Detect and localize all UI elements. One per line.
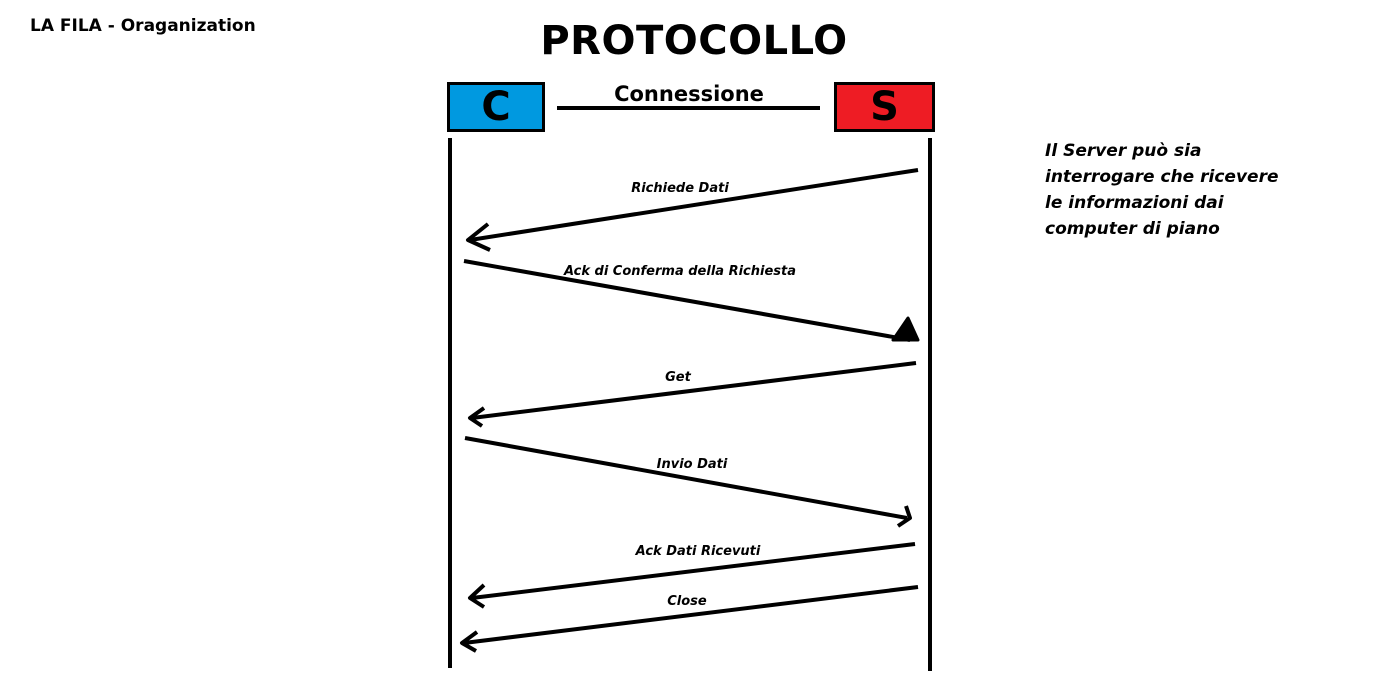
message-arrow [471,542,916,600]
message-arrow [471,361,917,420]
message-arrow [463,259,911,342]
message-6: Close [460,585,919,653]
message-2: Ack di Conferma della Richiesta [463,259,920,342]
server-box: S [834,82,935,132]
message-1: Richiede Dati [466,168,919,252]
note-line: computer di piano [1045,219,1220,239]
message-label: Ack Dati Ricevuti [635,544,761,559]
message-label: Richiede Dati [631,181,729,196]
arrowhead-icon [468,406,486,428]
note-line: le informazioni dai [1045,193,1224,213]
message-label: Get [665,370,691,385]
message-arrow [464,436,908,520]
message-4: Invio Dati [464,436,912,528]
client-label: C [481,84,511,130]
note-line: Il Server può sia [1045,141,1202,161]
arrowhead-icon [468,583,486,609]
server-note: Il Server può sia interrogare che riceve… [1045,138,1278,242]
message-arrow [469,168,919,242]
arrowhead-icon [896,505,912,528]
message-label: Close [667,594,707,609]
arrowhead-icon [460,630,479,653]
arrowhead-icon [466,222,491,252]
arrowhead-icon [891,316,920,342]
message-arrow [463,585,919,645]
server-label: S [870,84,899,130]
diagram-title: PROTOCOLLO [540,18,848,64]
note-line: interrogare che ricevere [1045,167,1279,187]
client-box: C [447,82,545,132]
message-3: Get [468,361,917,428]
connection-label: Connessione [614,82,764,106]
organization-label: LA FILA - Oraganization [30,16,256,36]
message-label: Invio Dati [657,457,728,472]
message-5: Ack Dati Ricevuti [468,542,916,609]
message-label: Ack di Conferma della Richiesta [563,264,796,279]
